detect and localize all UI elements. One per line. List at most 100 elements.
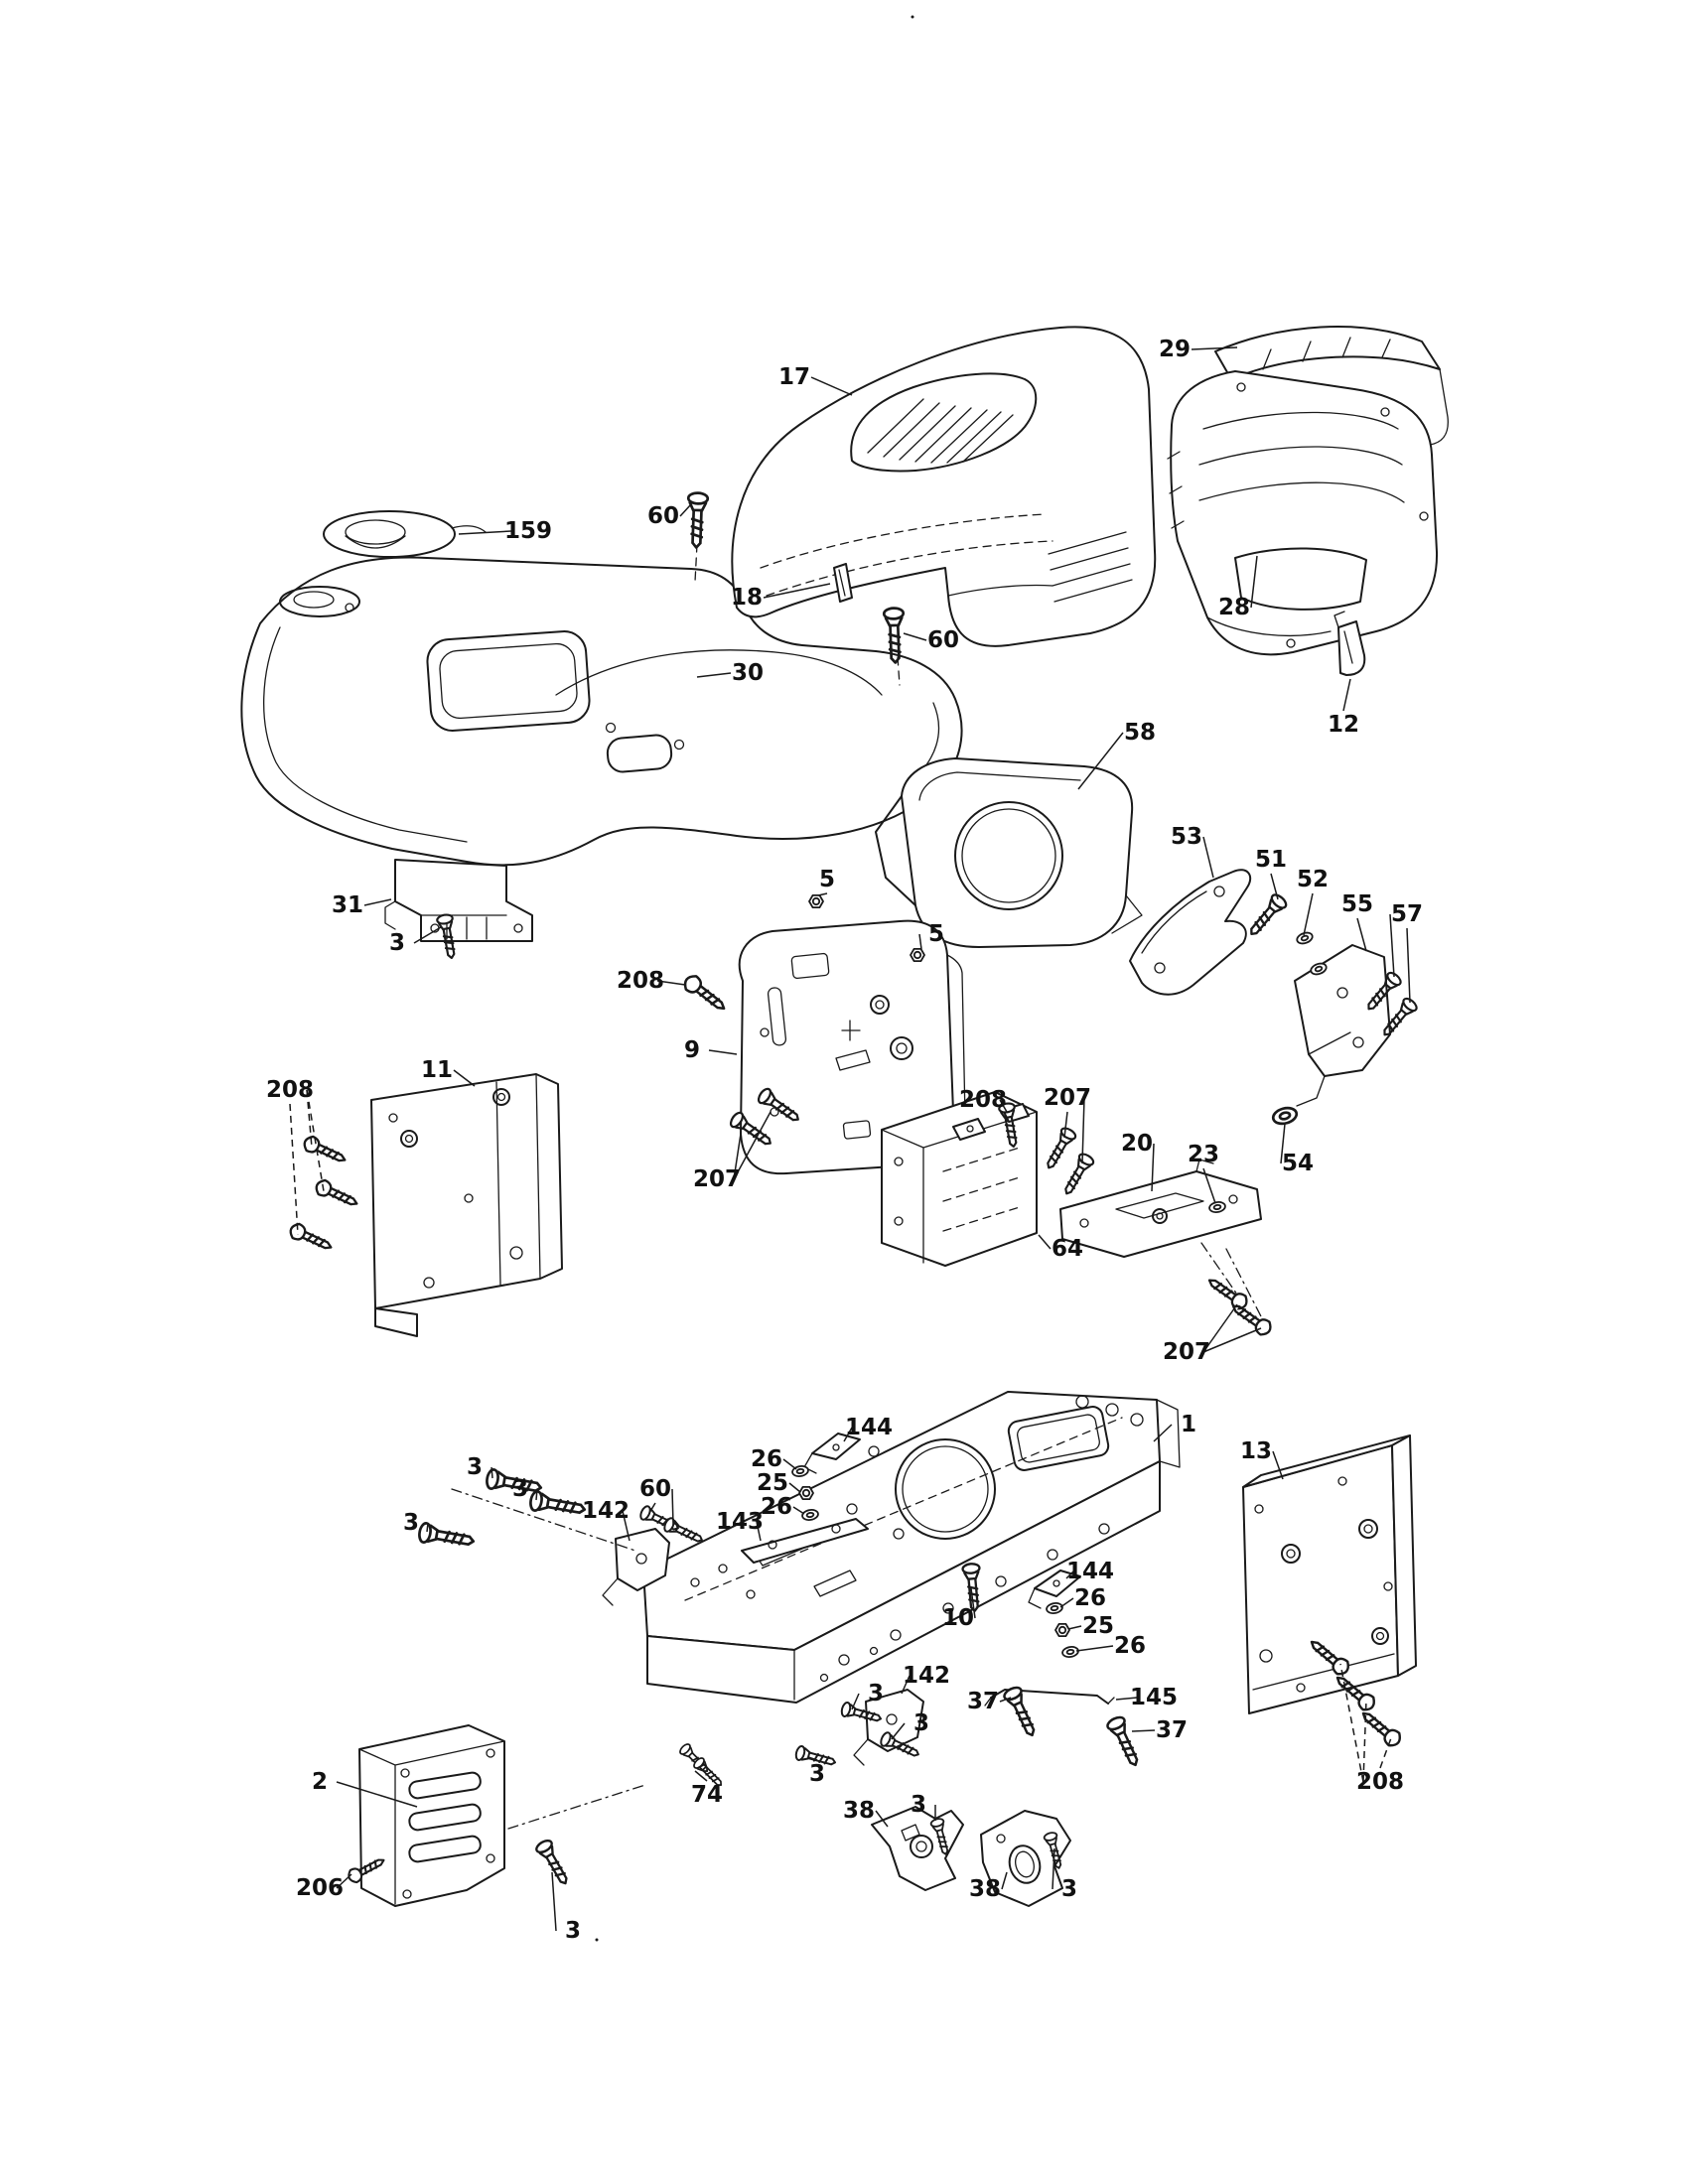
bolt-207-mid-b [1058, 1151, 1096, 1199]
callout-18: 18 [731, 585, 763, 611]
callout-54: 54 [1282, 1151, 1314, 1176]
part-53-bracket-drawing [1129, 869, 1252, 996]
leader-line-31 [363, 898, 392, 906]
leader-line-208 [1379, 1734, 1393, 1769]
leader-line-26 [792, 1506, 805, 1515]
leader-line-25 [1067, 1625, 1082, 1630]
nut-5-a [808, 894, 824, 908]
callout-11: 11 [421, 1057, 453, 1083]
leader-line-18 [763, 583, 831, 599]
leader-line-3 [891, 1722, 906, 1740]
part-38-bracket-a-drawing [871, 1806, 964, 1891]
leader-line-52 [1303, 892, 1314, 936]
assembly-axis-lines [451, 543, 1264, 1830]
callout-9: 9 [684, 1037, 700, 1063]
leader-line-13 [1272, 1450, 1284, 1480]
callout-159: 159 [504, 518, 552, 544]
callout-52: 52 [1297, 867, 1329, 892]
callout-5: 5 [928, 921, 944, 947]
callout-207: 207 [1044, 1085, 1091, 1111]
leader-line-12 [1342, 678, 1351, 712]
bolt-3-bottom-left [533, 1837, 574, 1889]
leader-line-208 [1339, 1663, 1364, 1783]
leader-line-74 [694, 1770, 708, 1782]
leader-line-26 [782, 1458, 797, 1470]
callout-17: 17 [778, 364, 810, 390]
bolt-207-mid-a [1041, 1125, 1078, 1173]
leader-line-51 [1270, 873, 1279, 900]
leader-line-145 [1115, 1697, 1138, 1701]
leader-line-3 [851, 1693, 860, 1710]
callout-58: 58 [1124, 720, 1156, 746]
leader-line-37 [999, 1697, 1012, 1703]
part-12-bracket-drawing [1333, 611, 1366, 676]
callout-20: 20 [1121, 1131, 1153, 1157]
callout-60: 60 [639, 1476, 671, 1502]
callout-3: 3 [403, 1510, 419, 1536]
callout-26: 26 [751, 1446, 782, 1472]
leader-line-5 [817, 892, 828, 896]
callout-144: 144 [845, 1415, 893, 1440]
leader-line-208 [656, 980, 686, 986]
leader-line-57 [1406, 927, 1411, 1004]
callout-1: 1 [1181, 1412, 1196, 1437]
part-29-trim-drawing [1214, 326, 1449, 446]
bolt-60-hood [685, 490, 710, 550]
callout-28: 28 [1218, 595, 1250, 620]
callout-74: 74 [691, 1782, 723, 1808]
leader-line-5 [918, 933, 922, 950]
callout-37: 37 [1156, 1717, 1188, 1743]
bolt-74-a [677, 1741, 713, 1777]
leader-line-11 [453, 1069, 476, 1087]
leader-line-207 [733, 1133, 742, 1180]
callout-3: 3 [512, 1476, 528, 1502]
leader-line-208 [999, 1099, 1008, 1113]
part-142-bracket-center-drawing [853, 1689, 924, 1766]
part-20-bracket-drawing [1059, 1159, 1262, 1258]
callout-3: 3 [565, 1918, 581, 1944]
callout-26: 26 [1114, 1633, 1146, 1659]
bolt-51 [1243, 890, 1290, 941]
callout-60: 60 [927, 627, 959, 653]
leader-line-144 [843, 1427, 853, 1442]
washer-26-right-b [1060, 1644, 1080, 1660]
callout-145: 145 [1130, 1685, 1178, 1710]
leader-line-38 [1001, 1871, 1008, 1890]
leader-line-159 [458, 530, 512, 535]
callout-26: 26 [1074, 1585, 1106, 1611]
leader-line-55 [1356, 917, 1367, 952]
leader-line-207 [1063, 1111, 1068, 1139]
leader-line-26 [1075, 1645, 1114, 1652]
leader-line-207 [733, 1111, 772, 1180]
callout-208: 208 [266, 1077, 314, 1103]
part-58-cover-drawing [875, 757, 1143, 948]
callout-31: 31 [332, 892, 363, 918]
callout-3: 3 [809, 1761, 825, 1787]
part-145-rod-drawing [984, 1689, 1115, 1706]
leader-line-9 [708, 1049, 738, 1055]
part-1-chassis-drawing [642, 1391, 1181, 1704]
bolt-37-a [1001, 1684, 1043, 1740]
leader-line-37 [1131, 1729, 1156, 1732]
leader-line-3 [551, 1871, 557, 1932]
callout-3: 3 [911, 1792, 926, 1818]
callout-57: 57 [1391, 901, 1423, 927]
leader-line-57 [1389, 913, 1395, 978]
leader-line-3 [1052, 1847, 1055, 1890]
washer-54 [1270, 1104, 1300, 1128]
leader-line-3 [535, 1488, 538, 1501]
leader-line-23 [1202, 1167, 1216, 1204]
callout-3: 3 [389, 930, 405, 956]
part-11-panel-drawing [370, 1073, 563, 1337]
leader-line-17 [810, 376, 853, 396]
nut-5-b [910, 948, 925, 962]
callout-208: 208 [617, 968, 664, 994]
part-143-strip-drawing [741, 1518, 869, 1564]
leader-line-3 [491, 1466, 493, 1479]
callout-3: 3 [913, 1710, 929, 1736]
leader-line-53 [1202, 836, 1214, 879]
leader-line-206 [336, 1873, 352, 1889]
leader-line-2 [336, 1781, 418, 1808]
